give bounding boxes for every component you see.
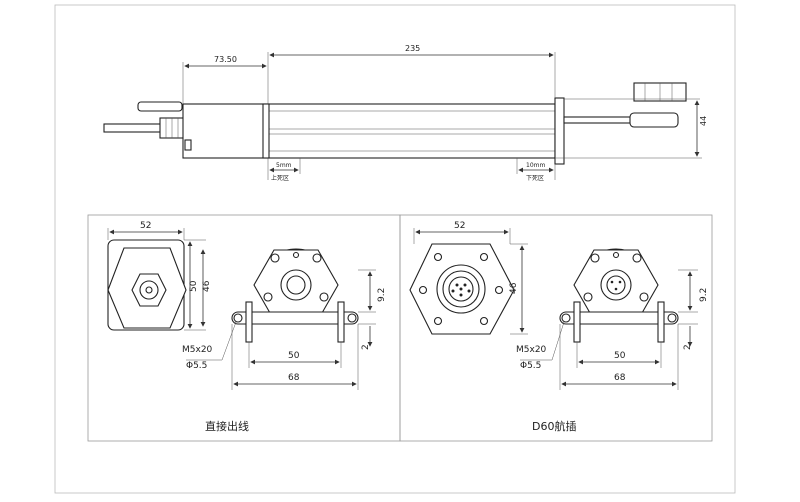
label-upper-dead: 上死区 (271, 174, 289, 182)
right-caption: D60航插 (532, 419, 576, 433)
left-hole-spec: Φ5.5 (186, 361, 207, 371)
main-tube (267, 103, 556, 159)
right-dim-base: 68 (614, 373, 626, 383)
right-dim-width: 52 (454, 221, 465, 231)
right-dim-bolt-spacing: 50 (614, 351, 626, 361)
left-screw-spec: M5x20 (182, 345, 213, 355)
dim-head: 73.50 (214, 55, 237, 64)
connector-left-top (137, 101, 183, 112)
left-dim-bolt-spacing: 50 (288, 351, 300, 361)
mount-bracket (231, 311, 359, 325)
left-dim-50: 50 (189, 280, 199, 292)
drawing-frame (54, 4, 736, 494)
mount-bracket-right (559, 311, 679, 325)
panel-d60-connector: 52 46 9.2 2 50 68 (399, 214, 713, 442)
right-hole-spec: Φ5.5 (520, 361, 541, 371)
dim-upper-gap: 5mm (276, 162, 292, 169)
dim-lower-gap: 10mm (526, 162, 545, 169)
left-dim-2: 2 (361, 344, 371, 350)
right-dim-46: 46 (509, 282, 519, 294)
dim-height: 44 (699, 116, 708, 126)
panel-direct-cable: 52 50 46 9.2 2 50 (87, 214, 401, 442)
left-caption: 直接出线 (205, 419, 249, 433)
label-lower-dead: 下死区 (526, 175, 544, 182)
left-dim-92: 9.2 (377, 288, 387, 302)
right-dim-2: 2 (683, 344, 693, 350)
piston-rod (563, 116, 633, 124)
rod-end (629, 112, 679, 128)
left-dim-base: 68 (288, 373, 300, 383)
right-dim-92: 9.2 (699, 288, 709, 302)
cable-left (103, 123, 165, 133)
left-dim-width: 52 (140, 221, 151, 231)
dim-overall: 235 (405, 44, 420, 53)
right-screw-spec: M5x20 (516, 345, 547, 355)
head-block (182, 103, 269, 159)
side-view: 235 73.50 44 5mm 10mm 上死区 下死区 (103, 44, 708, 182)
left-dim-46: 46 (202, 280, 212, 292)
